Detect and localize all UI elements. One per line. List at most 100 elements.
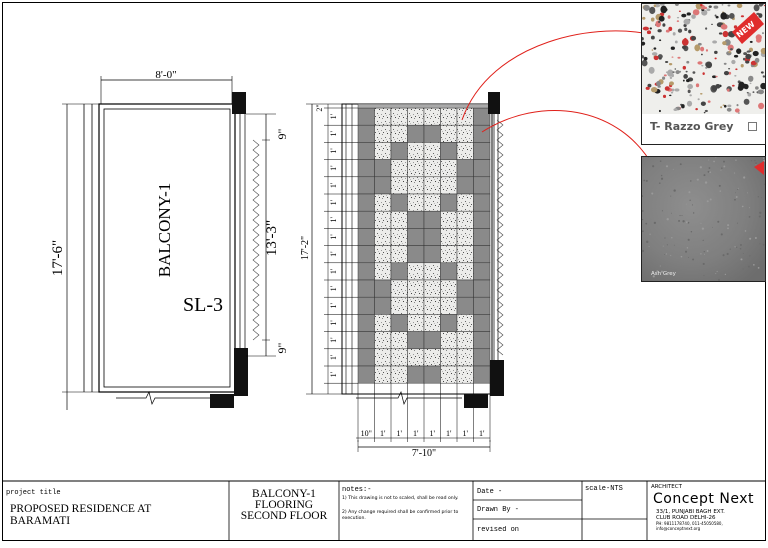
floor-tile bbox=[440, 228, 458, 246]
floor-tile bbox=[440, 245, 458, 264]
floor-tile bbox=[473, 331, 491, 350]
floor-tile bbox=[407, 107, 425, 126]
dim-bottom-width: 7'-10" bbox=[412, 448, 436, 459]
row-dim-label: 1' bbox=[329, 371, 338, 377]
col-dim-label: 1' bbox=[479, 429, 485, 438]
row-dim-label: 1' bbox=[329, 113, 338, 119]
dim-nine-top: 9" bbox=[275, 128, 289, 139]
row-dim-label: 1' bbox=[329, 303, 338, 309]
floor-tile bbox=[390, 314, 408, 332]
floor-tile bbox=[357, 107, 375, 126]
row-dim-label: 1' bbox=[329, 131, 338, 137]
floor-tile bbox=[456, 365, 474, 384]
floor-tile bbox=[390, 210, 408, 229]
note-1: 1) This drawing is not to scaled, shall … bbox=[342, 496, 459, 501]
dim-top: 8'-0" bbox=[155, 69, 176, 81]
floor-tile bbox=[440, 331, 458, 350]
row-dim-label: 1' bbox=[329, 337, 338, 343]
floor-tile bbox=[423, 176, 441, 195]
project-title-cell: project title PROPOSED RESIDENCE AT BARA… bbox=[4, 483, 228, 539]
floor-tile bbox=[390, 124, 408, 143]
firm-name: Concept Next bbox=[653, 491, 754, 507]
address-1: 33/1, PUNJABI BAGH EXT. bbox=[656, 509, 725, 515]
floor-tile bbox=[374, 210, 392, 229]
floor-tile bbox=[390, 262, 408, 281]
floor-tile bbox=[473, 210, 491, 229]
top-border-strip bbox=[357, 103, 491, 109]
slab-label: SL-3 bbox=[183, 294, 223, 316]
revised-label: revised on bbox=[477, 526, 520, 534]
project-title-label: project title bbox=[6, 489, 61, 497]
floor-tile bbox=[390, 142, 408, 160]
floor-tile bbox=[357, 262, 375, 281]
floor-tile bbox=[440, 176, 458, 195]
floor-tile bbox=[423, 159, 441, 178]
floor-tile bbox=[357, 210, 375, 229]
terrazzo-name: T- Razzo Grey bbox=[650, 120, 734, 133]
ash-grey-sample-card: Ash Grey bbox=[641, 156, 766, 282]
leader-terrazzo bbox=[461, 30, 657, 121]
date-label: Date - bbox=[477, 488, 503, 496]
floor-tile bbox=[407, 176, 425, 195]
floor-tile bbox=[357, 193, 375, 212]
floor-tile bbox=[456, 331, 474, 350]
drawing-title-cell: BALCONY-1 FLOORING SECOND FLOOR bbox=[230, 483, 338, 539]
col-dim-label: 1' bbox=[446, 429, 452, 438]
floor-tile bbox=[390, 348, 408, 367]
floor-tile bbox=[423, 142, 441, 160]
column-dimensions: 10"1'1'1'1'1'1'1' bbox=[356, 383, 491, 442]
floor-tile bbox=[456, 279, 474, 298]
floor-tile bbox=[473, 142, 491, 160]
floor-tile bbox=[440, 348, 458, 367]
floor-tile bbox=[440, 107, 458, 126]
floor-tile bbox=[374, 262, 392, 281]
col-dim-label: 1' bbox=[463, 429, 469, 438]
row-dim-label: 1' bbox=[329, 354, 338, 360]
floor-tile bbox=[423, 262, 441, 281]
balcony-plan: 8'-0" 17'-6" BALCONY-1 SL-3 13'-3" 9" 9" bbox=[50, 69, 289, 410]
col-dim-label: 1' bbox=[413, 429, 419, 438]
contact-1: PH: 9811178740, 011-45050580, bbox=[656, 521, 723, 526]
floor-tile bbox=[456, 296, 474, 315]
floor-tile bbox=[423, 314, 441, 332]
column-bottom-right bbox=[490, 360, 504, 396]
floor-tile bbox=[456, 159, 474, 178]
floor-tile bbox=[357, 296, 375, 315]
drawing-title-3: SECOND FLOOR bbox=[240, 510, 328, 522]
floor-tile bbox=[456, 262, 474, 281]
floor-tile bbox=[357, 176, 375, 195]
row-dim-label: 1' bbox=[329, 165, 338, 171]
leader-ash bbox=[481, 110, 655, 169]
column-top-right bbox=[488, 92, 500, 114]
floor-tile bbox=[374, 159, 392, 178]
row-dim-label: 1' bbox=[329, 320, 338, 326]
floor-tile bbox=[440, 296, 458, 315]
floor-tile bbox=[473, 279, 491, 298]
floor-tile bbox=[374, 279, 392, 298]
floor-tile bbox=[473, 245, 491, 264]
floor-tile bbox=[407, 210, 425, 229]
drawing-title-2: FLOORING bbox=[254, 499, 314, 511]
floor-tile bbox=[423, 365, 441, 384]
floor-tile bbox=[374, 348, 392, 367]
floor-tile bbox=[390, 365, 408, 384]
terrazzo-swatch: NEW bbox=[642, 4, 765, 115]
floor-tile bbox=[390, 193, 408, 212]
floor-tile bbox=[473, 262, 491, 281]
floor-tile bbox=[473, 348, 491, 367]
floor-tile bbox=[357, 159, 375, 178]
row-dim-label: 1' bbox=[329, 251, 338, 257]
floor-tile bbox=[456, 314, 474, 332]
floor-tile bbox=[357, 348, 375, 367]
floor-tile bbox=[374, 331, 392, 350]
floor-tile bbox=[390, 331, 408, 350]
floor-tile bbox=[390, 176, 408, 195]
col-dim-label: 1' bbox=[380, 429, 386, 438]
floor-tile bbox=[473, 159, 491, 178]
floor-tile bbox=[374, 176, 392, 195]
floor-tile bbox=[390, 107, 408, 126]
floor-tile bbox=[473, 228, 491, 246]
floor-tile bbox=[407, 365, 425, 384]
floor-tile bbox=[473, 176, 491, 195]
floor-tile bbox=[407, 331, 425, 350]
